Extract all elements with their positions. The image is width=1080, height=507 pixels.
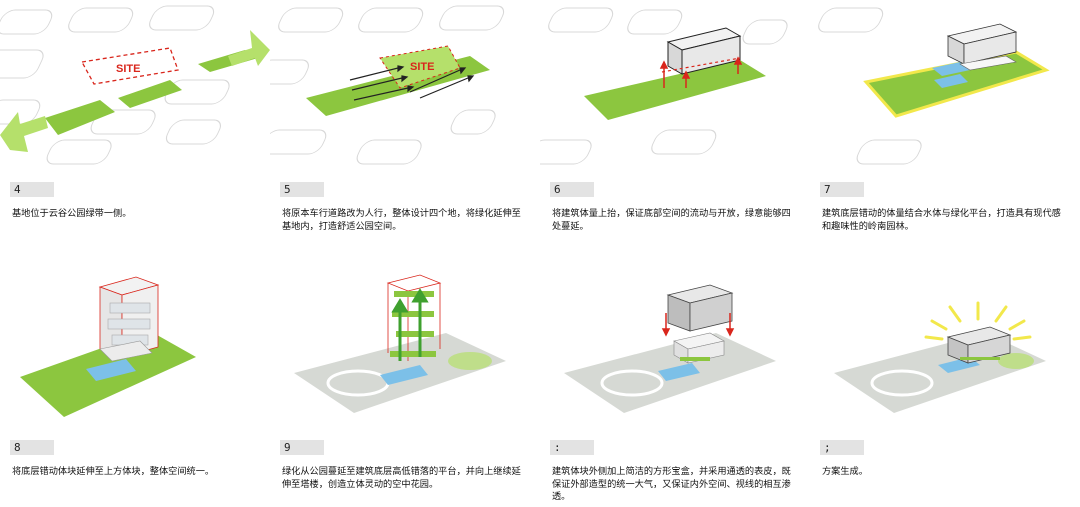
step-caption: 基地位于云谷公园绿带一侧。 <box>12 208 132 219</box>
green-ground <box>584 60 766 120</box>
step-number: 6 <box>550 182 594 197</box>
step-caption: 将原本车行道路改为人行，整体设计四个地，将绿化延伸至基地内，打造舒适公园空间。 <box>282 208 521 232</box>
step-number: 5 <box>280 182 324 197</box>
water-pool <box>658 363 700 381</box>
site-label: SITE <box>410 61 434 73</box>
site-boundary <box>379 45 461 89</box>
step-caption: 将底层错动体块延伸至上方体块，整体空间统一。 <box>12 466 215 477</box>
arrow-icon <box>228 30 270 66</box>
step-panel-10: : 建筑体块外侧加上简洁的方形宝盒，并采用通透的表皮，既保证外部造型的统一大气，… <box>540 253 810 506</box>
diagram-site-location: SITE <box>0 5 270 165</box>
park-ground <box>834 333 1046 413</box>
water-pool <box>86 359 136 381</box>
step-caption: 建筑底层错动的体量结合水体与绿化平台，打造具有现代感和趣味性的岭南园林。 <box>822 208 1061 232</box>
step-panel-4: SITE 4 基地位于云谷公园绿带一侧。 <box>0 0 270 253</box>
step-number: 8 <box>10 440 54 455</box>
site-boundary <box>80 47 179 85</box>
step-caption: 方案生成。 <box>822 466 868 477</box>
step-panel-11: ; 方案生成。 <box>810 253 1080 506</box>
step-number: 9 <box>280 440 324 455</box>
diagram-sky-garden <box>294 274 506 413</box>
diagram-tower-unify <box>20 276 196 417</box>
step-number: 7 <box>820 182 864 197</box>
step-number: 4 <box>10 182 54 197</box>
step-panel-6: 6 将建筑体量上抬，保证底部空间的流动与开放，绿意能够四处蔓延。 <box>540 0 810 253</box>
step-caption: 绿化从公园蔓延至建筑底层高低错落的平台，并向上继续延伸至塔楼，创造立体灵动的空中… <box>282 466 521 490</box>
green-belt-segment <box>45 100 115 135</box>
water-pool <box>932 62 970 76</box>
diagram-podium-water <box>818 7 1050 165</box>
diagram-volume-lift <box>540 7 788 165</box>
site-label: SITE <box>116 63 140 75</box>
sun-rays-icon <box>924 301 1032 341</box>
step-panel-5: SITE 5 将原本车行道路改为人行，整体设计四个地，将绿化延伸至基地内，打造舒… <box>270 0 540 253</box>
step-number: : <box>550 440 594 455</box>
step-caption: 建筑体块外侧加上简洁的方形宝盒，并采用通透的表皮，既保证外部造型的统一大气，又保… <box>552 466 791 502</box>
step-panel-7: 7 建筑底层错动的体量结合水体与绿化平台，打造具有现代感和趣味性的岭南园林。 <box>810 0 1080 253</box>
step-panel-9: 9 绿化从公园蔓延至建筑底层高低错落的平台，并向上继续延伸至塔楼，创造立体灵动的… <box>270 253 540 506</box>
step-caption: 将建筑体量上抬，保证底部空间的流动与开放，绿意能够四处蔓延。 <box>552 208 791 232</box>
green-belt-segment <box>118 80 182 108</box>
water-pool <box>380 365 428 385</box>
diagram-final-scheme <box>834 301 1046 413</box>
diagram-skin-box <box>564 284 776 413</box>
step-number: ; <box>820 440 864 455</box>
water-pool <box>934 74 968 88</box>
step-panel-8: 8 将底层错动体块延伸至上方体块，整体空间统一。 <box>0 253 270 506</box>
arrow-icon <box>0 112 48 152</box>
diagram-green-extension: SITE <box>270 5 505 165</box>
